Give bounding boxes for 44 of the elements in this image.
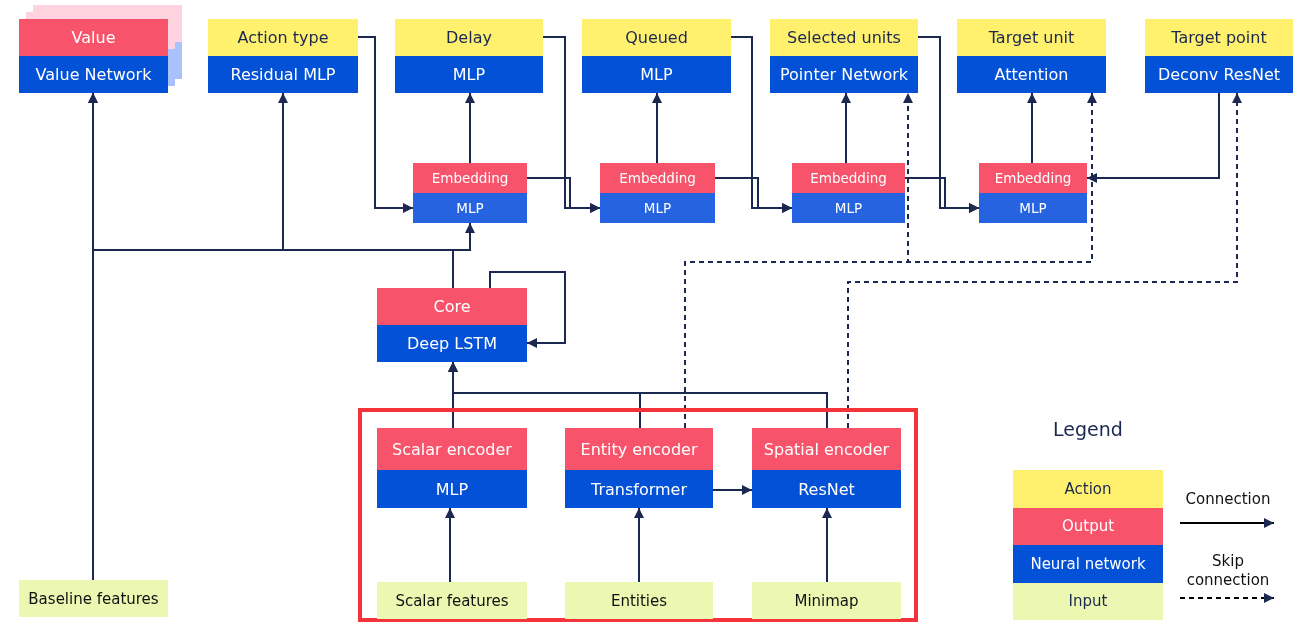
connection-arrow xyxy=(841,92,851,164)
output-header: Core xyxy=(377,288,527,325)
legend-text: Skip connection xyxy=(1185,552,1271,590)
connection-arrow xyxy=(712,485,753,495)
output-header: Embedding xyxy=(413,163,527,193)
output-header: Value xyxy=(19,19,168,56)
input-label: Scalar features xyxy=(377,582,527,619)
legend-text: Connection xyxy=(1184,490,1272,509)
connection-arrow xyxy=(357,36,414,213)
connection-arrow xyxy=(917,36,980,213)
output-header: Embedding xyxy=(979,163,1087,193)
connection-arrow xyxy=(652,92,662,164)
output-header: Entity encoder xyxy=(565,428,713,470)
connection-arrow xyxy=(1086,92,1220,183)
action-header: Selected units xyxy=(770,19,918,56)
connection-arrow xyxy=(542,36,601,213)
legend-swatch: Neural network xyxy=(1013,545,1163,583)
legend-title: Legend xyxy=(1052,418,1124,440)
output-header: Scalar encoder xyxy=(377,428,527,470)
output-header: Embedding xyxy=(600,163,715,193)
input-label: Baseline features xyxy=(19,580,168,617)
input-label: Entities xyxy=(565,582,713,619)
output-header: Embedding xyxy=(792,163,905,193)
connection-arrow xyxy=(634,507,644,583)
output-header: Spatial encoder xyxy=(752,428,901,470)
action-header: Target point xyxy=(1145,19,1293,56)
action-header: Delay xyxy=(395,19,543,56)
legend-swatch: Action xyxy=(1013,470,1163,508)
legend-swatch: Input xyxy=(1013,582,1163,620)
input-label: Minimap xyxy=(752,582,901,619)
action-header: Queued xyxy=(582,19,731,56)
action-header: Target unit xyxy=(957,19,1106,56)
highlight-frame xyxy=(358,408,918,622)
connection-arrow xyxy=(489,271,566,348)
connection-arrow xyxy=(448,361,828,429)
connection-arrow xyxy=(465,92,475,164)
connection-arrow xyxy=(822,507,832,583)
legend-swatch: Output xyxy=(1013,507,1163,545)
connection-arrow xyxy=(1027,92,1037,164)
connection-arrow xyxy=(445,507,455,583)
connection-arrow xyxy=(452,222,475,289)
action-header: Action type xyxy=(208,19,358,56)
connection-arrow xyxy=(730,36,793,213)
skip-connection-arrow xyxy=(847,92,1242,429)
